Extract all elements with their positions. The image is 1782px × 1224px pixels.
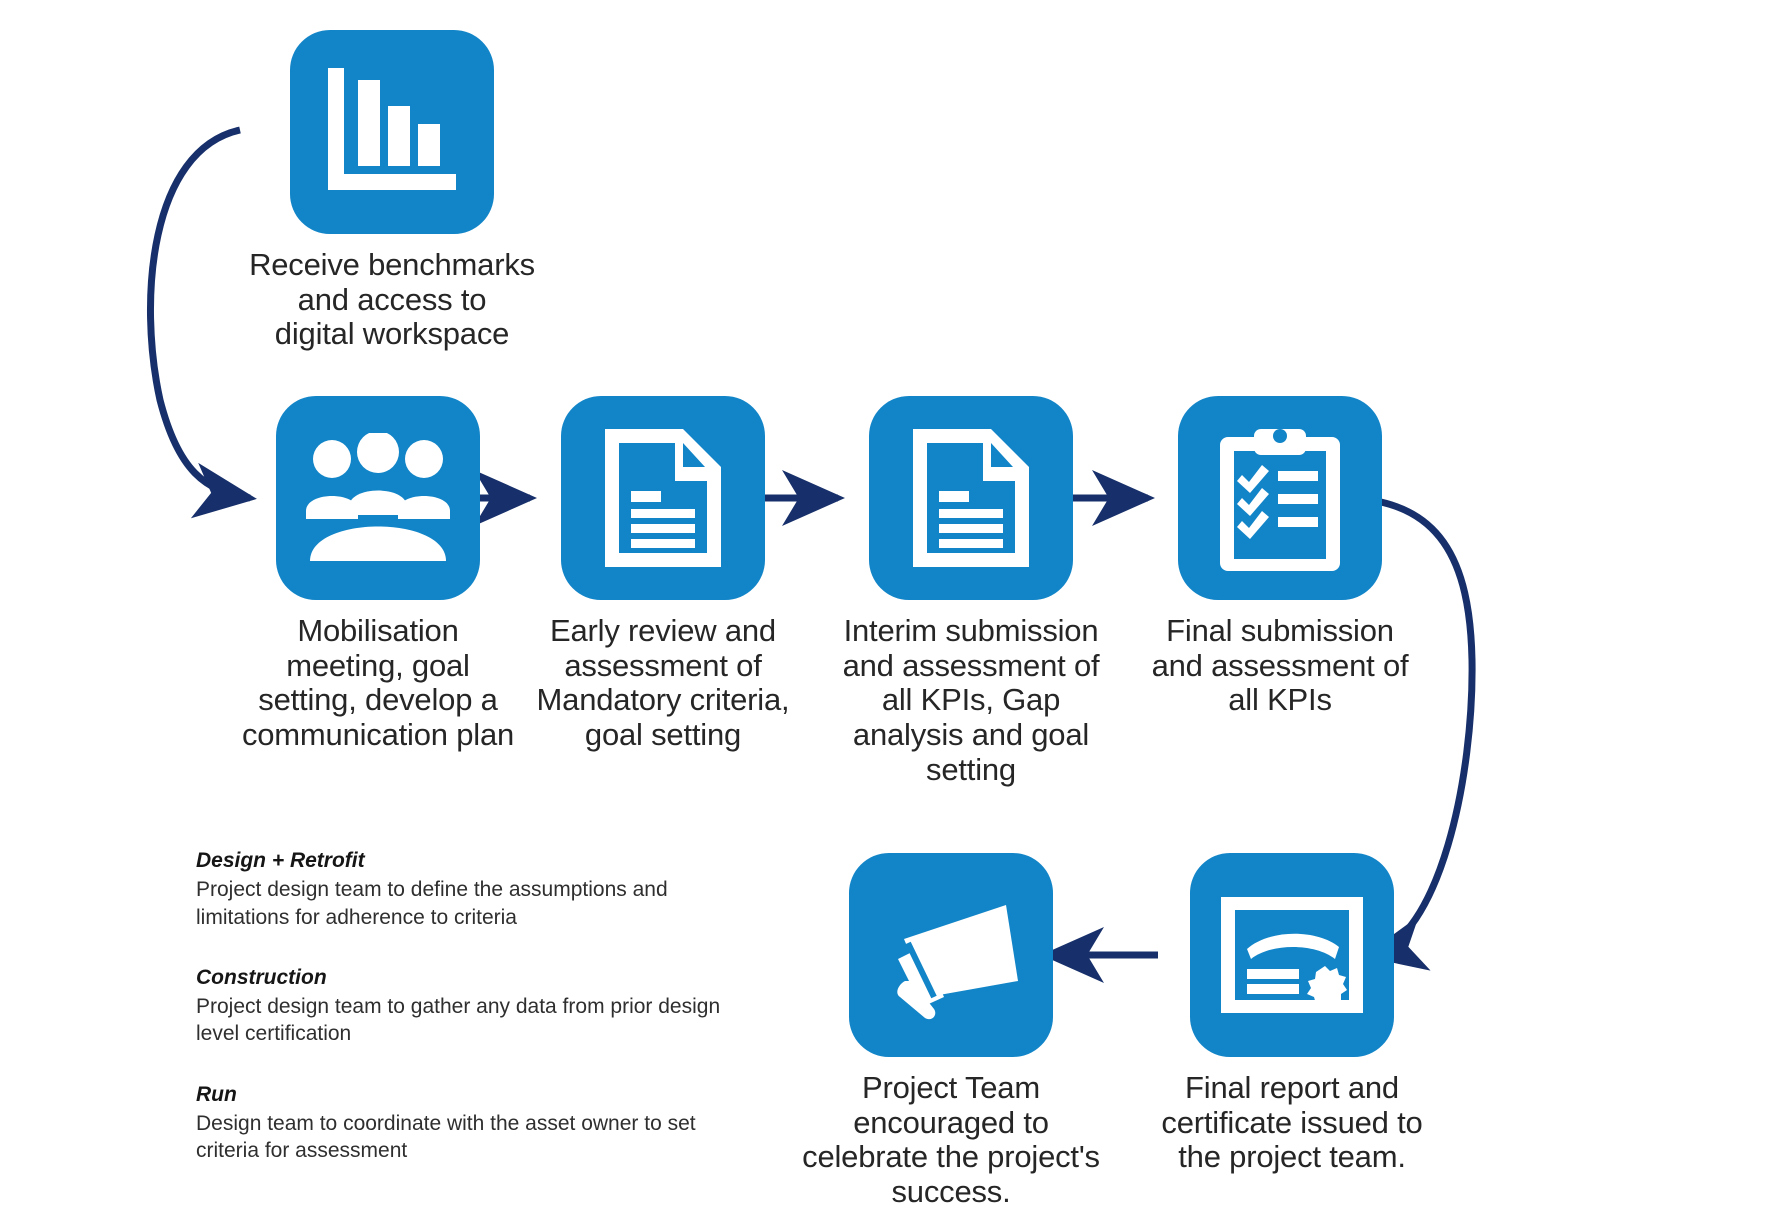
legend-title: Run xyxy=(196,1082,237,1106)
bar-chart-icon xyxy=(328,68,456,190)
legend-block: Design + Retrofit Project design team to… xyxy=(196,848,796,1165)
flow-node-caption: Project Team encouraged to celebrate the… xyxy=(802,1070,1100,1210)
bar-chart-icon-tile xyxy=(290,30,494,234)
document-icon-tile-interim xyxy=(869,396,1073,600)
legend-title: Design + Retrofit xyxy=(196,849,365,872)
clipboard-checklist-icon xyxy=(1220,429,1340,571)
flow-node-caption: Receive benchmarks and access to digital… xyxy=(249,247,535,352)
clipboard-checklist-icon-tile xyxy=(1178,396,1382,600)
legend-body: Project design team to gather any data f… xyxy=(196,995,721,1046)
certificate-icon xyxy=(1221,897,1363,1013)
flow-node-caption: Final submission and assessment of all K… xyxy=(1151,613,1409,718)
people-group-icon-tile xyxy=(276,396,480,600)
legend-body: Design team to coordinate with the asset… xyxy=(196,1111,696,1163)
flow-node-caption: Early review and assessment of Mandatory… xyxy=(536,613,790,753)
megaphone-icon-tile xyxy=(849,853,1053,1057)
flow-node-caption: Final report and certificate issued to t… xyxy=(1161,1070,1423,1175)
certificate-icon-tile xyxy=(1190,853,1394,1057)
document-icon xyxy=(605,429,721,567)
legend-title: Construction xyxy=(196,965,327,989)
legend-entry-construction: Construction Project design team to gath… xyxy=(196,965,796,1048)
flow-node-receive-benchmarks[interactable]: Receive benchmarks and access to digital… xyxy=(232,30,552,352)
legend-entry-run: Run Design team to coordinate with the a… xyxy=(196,1082,796,1165)
flow-node-celebrate-success[interactable]: Project Team encouraged to celebrate the… xyxy=(798,853,1104,1210)
flow-node-caption: Mobilisation meeting, goal setting, deve… xyxy=(241,613,515,753)
legend-body: Project design team to define the assump… xyxy=(196,878,668,929)
flow-node-mobilisation-meeting[interactable]: Mobilisation meeting, goal setting, deve… xyxy=(228,396,528,753)
document-icon xyxy=(913,429,1029,567)
flow-node-caption: Interim submission and assessment of all… xyxy=(842,613,1100,787)
flow-node-interim-submission[interactable]: Interim submission and assessment of all… xyxy=(836,396,1106,788)
people-group-icon xyxy=(306,433,450,561)
legend-entry-design-retrofit: Design + Retrofit Project design team to… xyxy=(196,848,796,931)
flow-node-early-review[interactable]: Early review and assessment of Mandatory… xyxy=(528,396,798,753)
flow-node-final-report[interactable]: Final report and certificate issued to t… xyxy=(1142,853,1442,1175)
document-icon-tile-early-review xyxy=(561,396,765,600)
flow-node-final-submission[interactable]: Final submission and assessment of all K… xyxy=(1142,396,1418,718)
megaphone-icon xyxy=(897,905,1018,1020)
